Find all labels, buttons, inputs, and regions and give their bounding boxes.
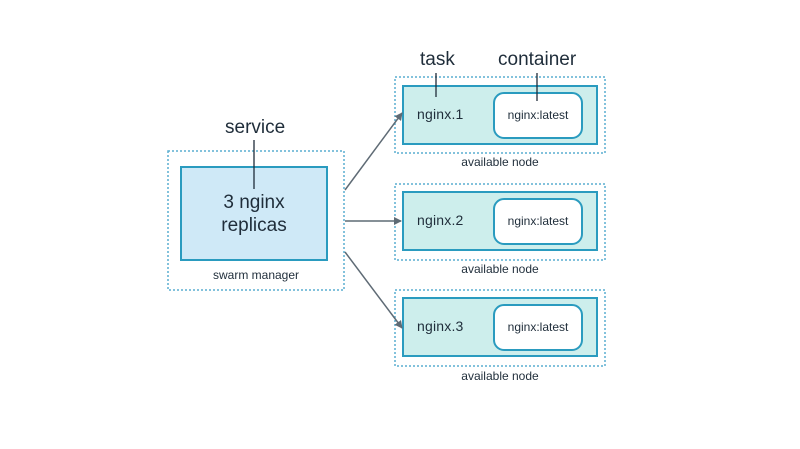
node-2-caption: available node (461, 262, 539, 276)
node-1-caption: available node (461, 155, 539, 169)
service-label-line1: 3 nginx (223, 192, 285, 213)
container-callout-label: container (498, 49, 577, 70)
service-label-line2: replicas (221, 215, 287, 236)
task-1-label: nginx.1 (417, 106, 464, 122)
container-2-label: nginx:latest (507, 214, 569, 228)
container-1-label: nginx:latest (507, 108, 569, 122)
service-callout-label: service (225, 117, 286, 138)
task-3-label: nginx.3 (417, 318, 464, 334)
task-callout-label: task (420, 49, 455, 70)
container-2-box (493, 198, 583, 245)
swarm-manager-frame (167, 150, 345, 291)
arrow-to-node-1 (344, 112, 403, 191)
service-label: 3 nginx replicas (181, 191, 327, 237)
container-1-box (493, 92, 583, 139)
arrow-to-node-3 (344, 251, 403, 329)
node-3-caption: available node (461, 369, 539, 383)
container-3-label: nginx:latest (507, 320, 569, 334)
container-3-box (493, 304, 583, 351)
task-2-label: nginx.2 (417, 212, 464, 228)
swarm-manager-caption: swarm manager (212, 268, 300, 282)
